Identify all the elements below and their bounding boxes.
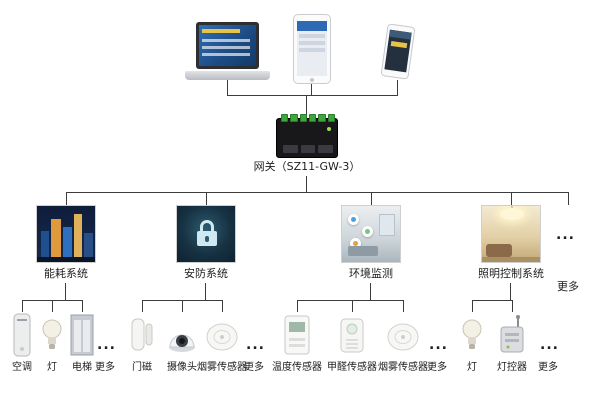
- more-devices-label-lighting: 更多: [538, 362, 558, 373]
- connector-line: [397, 80, 398, 95]
- connector-line: [568, 192, 569, 205]
- connector-line: [222, 300, 223, 312]
- connector-line: [22, 300, 23, 312]
- connector-line: [52, 300, 53, 312]
- device-label-elevator: 电梯: [72, 362, 92, 373]
- device-label-aircon: 空调: [12, 362, 32, 373]
- device-label-smoke-sensor-security: 烟雾传感器: [197, 362, 247, 373]
- bulb-icon: [42, 316, 62, 360]
- device-label-smoke-sensor-env: 烟雾传感器: [378, 362, 428, 373]
- elevator-icon: [70, 314, 94, 360]
- lighting-system-label: 照明控制系统: [478, 267, 544, 280]
- air-conditioner-icon: [12, 313, 32, 361]
- environment-system-label: 环境监测: [349, 267, 393, 280]
- connector-line: [66, 192, 67, 205]
- connector-line: [82, 300, 83, 312]
- security-system-label: 安防系统: [184, 267, 228, 280]
- connector-line: [403, 300, 404, 312]
- connector-line: [182, 300, 183, 312]
- energy-system-image: [36, 205, 96, 263]
- connector-line: [306, 176, 307, 192]
- connector-line: [370, 283, 371, 300]
- connector-line: [371, 192, 372, 205]
- bulb-icon-lighting: [462, 316, 482, 360]
- security-system-image: [176, 205, 236, 263]
- connector-line: [205, 283, 206, 300]
- gateway-ports: [283, 145, 334, 153]
- gateway-led: [327, 127, 331, 131]
- more-devices-label-energy: 更多: [95, 362, 115, 373]
- lamp-controller-icon: [498, 314, 526, 360]
- environment-system-image: [341, 205, 401, 263]
- connector-line: [65, 283, 66, 300]
- more-devices-ellipsis-security: ...: [246, 337, 265, 353]
- device-label-formaldehyde-sensor: 甲醛传感器: [327, 362, 377, 373]
- device-label-lamp-energy: 灯: [47, 362, 57, 373]
- laptop-icon: [185, 22, 270, 80]
- connector-line: [227, 95, 398, 96]
- smoke-sensor-icon-security: [206, 320, 238, 358]
- temperature-sensor-icon: [283, 314, 311, 360]
- connector-line: [510, 283, 511, 300]
- camera-icon: [168, 316, 196, 358]
- formaldehyde-sensor-icon: [338, 316, 366, 360]
- connector-line: [297, 300, 298, 312]
- device-label-door-sensor: 门磁: [132, 362, 152, 373]
- more-systems-label: 更多: [557, 280, 579, 293]
- connector-line: [352, 300, 353, 312]
- connector-line: [227, 80, 228, 95]
- gateway-terminal-blocks: [281, 114, 335, 122]
- connector-line: [472, 300, 513, 301]
- more-devices-ellipsis-env: ...: [429, 337, 448, 353]
- device-label-lamp-lighting: 灯: [467, 362, 477, 373]
- connector-line: [206, 192, 207, 205]
- tablet-icon: [293, 14, 331, 84]
- door-sensor-icon: [130, 316, 154, 358]
- device-label-camera: 摄像头: [167, 362, 197, 373]
- connector-line: [472, 300, 473, 312]
- connector-line: [306, 95, 307, 118]
- smartphone-icon: [380, 23, 416, 80]
- device-label-lamp-controller: 灯控器: [497, 362, 527, 373]
- laptop-base: [185, 71, 270, 80]
- more-devices-label-security: 更多: [244, 362, 264, 373]
- connector-line: [511, 192, 512, 205]
- lighting-system-image: [481, 205, 541, 263]
- more-systems-ellipsis: ...: [556, 227, 575, 243]
- connector-line: [311, 84, 312, 95]
- more-devices-ellipsis-lighting: ...: [540, 337, 559, 353]
- more-devices-ellipsis-energy: ...: [97, 337, 116, 353]
- device-label-temperature-sensor: 温度传感器: [272, 362, 322, 373]
- gateway-label: 网关（SZ11-GW-3）: [253, 160, 361, 173]
- connector-line: [142, 300, 143, 312]
- connector-line: [66, 192, 569, 193]
- more-devices-label-env: 更多: [427, 362, 447, 373]
- laptop-screen: [196, 22, 259, 69]
- connector-line: [512, 300, 513, 312]
- connector-line: [297, 300, 404, 301]
- tablet-home-button: [310, 78, 314, 82]
- gateway-device-icon: [276, 114, 338, 158]
- energy-system-label: 能耗系统: [44, 267, 88, 280]
- smoke-sensor-icon-env: [387, 320, 419, 358]
